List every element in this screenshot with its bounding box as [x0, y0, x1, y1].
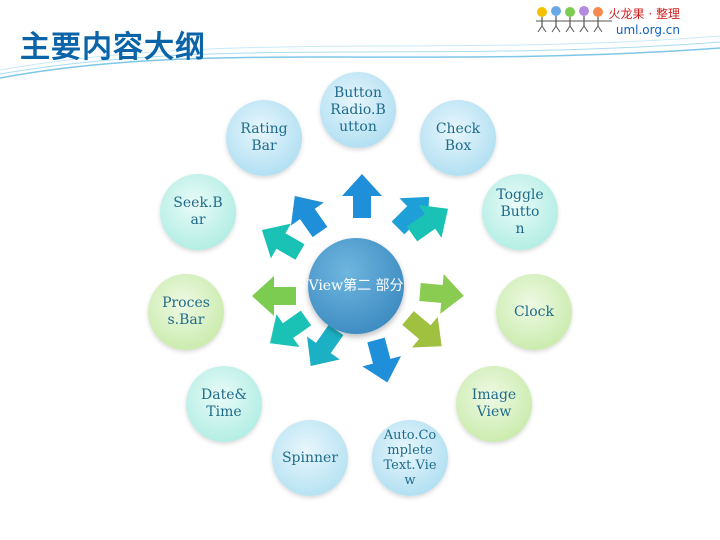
node-imageview: Image View	[456, 366, 532, 442]
node-toggle-line-3: n	[515, 220, 525, 237]
logo-url: uml.org.cn	[615, 23, 680, 37]
node-button: Button Radio.B utton	[320, 72, 396, 148]
node-autocomplete-line-1: Auto.Co	[383, 428, 437, 443]
node-checkbox-line-2: Box	[444, 138, 472, 154]
arrow-to-imageview	[395, 302, 455, 362]
node-autocomplete-line-2: mplete	[387, 443, 433, 458]
arrow-to-datetime	[258, 301, 318, 360]
center-node: View第二 部分	[308, 238, 404, 334]
node-datetime: Date& Time	[186, 366, 262, 442]
center-line-2: 部分	[375, 277, 404, 294]
node-progress-line-2: s.Bar	[167, 312, 205, 328]
logo-name: 火龙果 · 整理	[608, 7, 680, 21]
node-checkbox: Check Box	[420, 100, 496, 176]
center-line-1: View第二	[308, 277, 372, 294]
arrow-to-seekbar	[251, 212, 310, 270]
node-spinner-line-1: Spinner	[281, 449, 339, 466]
node-button-line-2: Radio.B	[330, 101, 386, 118]
node-button-line-3: utton	[339, 118, 377, 135]
node-toggle-line-1: Toggle	[496, 186, 544, 203]
page-title: 主要内容大纲	[20, 30, 206, 65]
node-seekbar-line-1: Seek.B	[173, 195, 223, 211]
node-autocomplete-line-3: Text.Vie	[383, 458, 437, 473]
node-imageview-line-2: View	[476, 404, 512, 420]
arrow-to-autocomplete	[356, 334, 407, 388]
node-autocomplete: Auto.Co mplete Text.Vie w	[372, 420, 448, 496]
node-ratingbar-line-2: Bar	[251, 138, 277, 154]
node-toggle-line-2: Butto	[500, 203, 540, 220]
node-ratingbar: Rating Bar	[226, 100, 302, 176]
node-progress: Proces s.Bar	[148, 274, 224, 350]
node-datetime-line-2: Time	[206, 404, 242, 420]
node-datetime-line-1: Date&	[201, 387, 247, 403]
arrow-to-button	[342, 174, 382, 218]
header-swoosh-decoration	[0, 35, 720, 79]
node-spinner: Spinner	[272, 420, 348, 496]
logo-figures-icon	[536, 6, 612, 33]
node-clock-line-1: Clock	[514, 303, 554, 320]
node-ratingbar-line-1: Rating	[240, 121, 288, 137]
node-seekbar: Seek.B ar	[160, 174, 236, 250]
node-seekbar-line-2: ar	[190, 212, 206, 228]
node-button-line-1: Button	[333, 84, 382, 101]
node-autocomplete-line-4: w	[404, 473, 416, 488]
node-progress-line-1: Proces	[162, 295, 210, 311]
logo-text: 火龙果 · 整理 uml.org.cn	[609, 6, 680, 38]
arrow-to-clock	[418, 272, 466, 316]
node-clock: Clock	[496, 274, 572, 350]
arrow-to-progress	[252, 276, 296, 316]
node-toggle: Toggle Butto n	[482, 174, 558, 250]
node-imageview-line-1: Image	[471, 387, 517, 403]
node-checkbox-line-1: Check	[435, 121, 481, 137]
